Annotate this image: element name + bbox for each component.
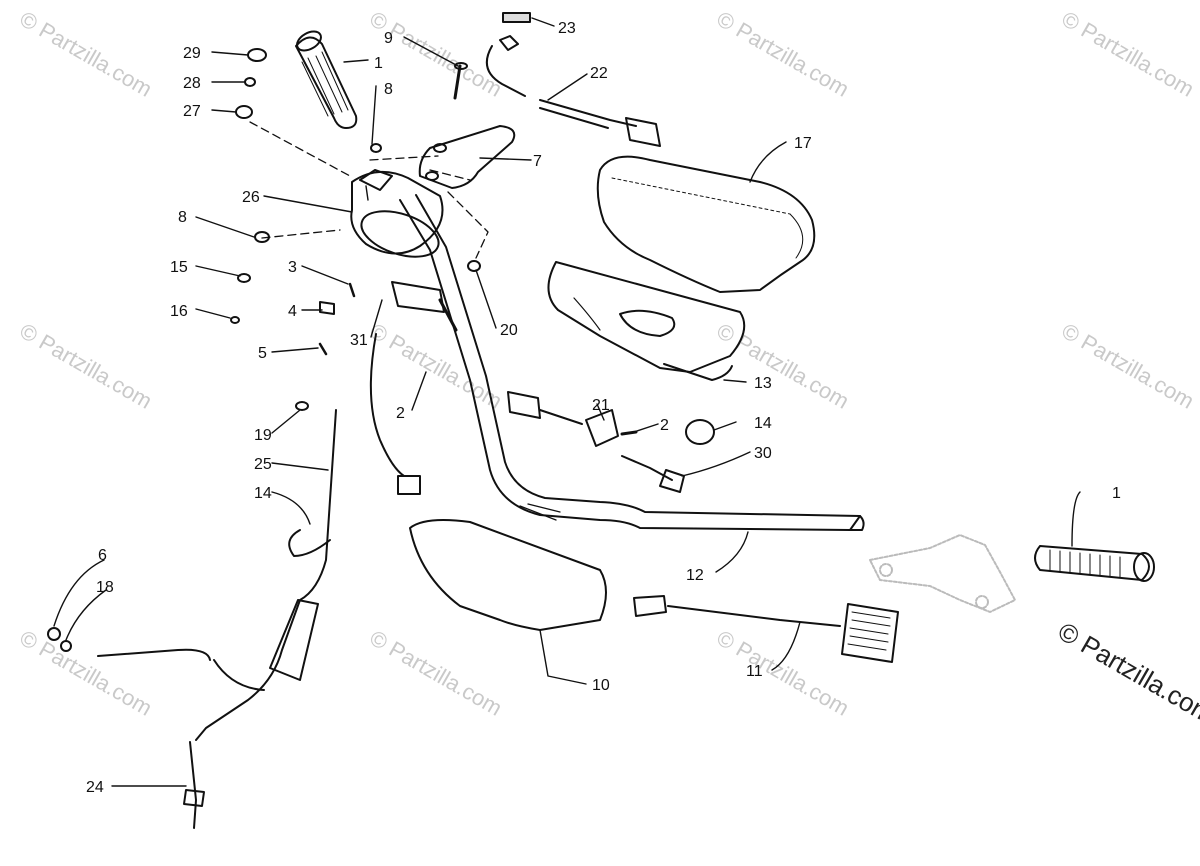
pad-13-drawing <box>547 261 746 381</box>
handlebar-drawing <box>399 194 865 531</box>
callout-30: 30 <box>754 445 772 462</box>
callout-4: 4 <box>288 303 297 320</box>
callout-3: 3 <box>288 259 297 276</box>
callout-12: 12 <box>686 567 704 584</box>
callout-23: 23 <box>558 20 576 37</box>
right-grip-drawing <box>1034 545 1155 582</box>
callout-13: 13 <box>754 375 772 392</box>
callout-18: 18 <box>96 579 114 596</box>
callout-19: 19 <box>254 427 272 444</box>
callout-31: 31 <box>350 332 368 349</box>
callout-5: 5 <box>258 345 267 362</box>
callout-22: 22 <box>590 65 608 82</box>
callout-24: 24 <box>86 779 104 796</box>
callout-9: 9 <box>384 30 393 47</box>
callout-7: 7 <box>533 153 542 170</box>
brake-lever-drawing <box>869 534 1016 613</box>
callout-17: 17 <box>794 135 812 152</box>
callout-21: 21 <box>592 397 610 414</box>
left-grip-drawing <box>295 30 358 129</box>
callout-14-right: 14 <box>754 415 772 432</box>
bracket-drawing <box>418 125 516 189</box>
callout-14-left: 14 <box>254 485 272 502</box>
pad-10-drawing <box>409 519 607 631</box>
callout-2-left: 2 <box>396 405 405 422</box>
callout-29: 29 <box>183 45 201 62</box>
cover-17-drawing <box>596 155 816 293</box>
throttle-housing-drawing <box>350 169 444 258</box>
callout-11: 11 <box>746 663 763 680</box>
callout-28: 28 <box>183 75 201 92</box>
callout-1-right: 1 <box>1112 485 1121 502</box>
callout-labels: 29 28 27 9 23 1 8 22 7 17 26 8 15 16 3 4… <box>86 20 1121 796</box>
callout-1-top: 1 <box>374 55 383 72</box>
callout-27: 27 <box>183 103 201 120</box>
callout-8-left: 8 <box>178 209 187 226</box>
callout-15: 15 <box>170 259 188 276</box>
callout-2-right: 2 <box>660 417 669 434</box>
callout-8-top: 8 <box>384 81 393 98</box>
callout-16: 16 <box>170 303 188 320</box>
callout-25: 25 <box>254 456 272 473</box>
callout-26: 26 <box>242 189 260 206</box>
callout-10: 10 <box>592 677 610 694</box>
callout-20: 20 <box>500 322 518 339</box>
leader-lines <box>53 17 1081 787</box>
callout-6: 6 <box>98 547 107 564</box>
